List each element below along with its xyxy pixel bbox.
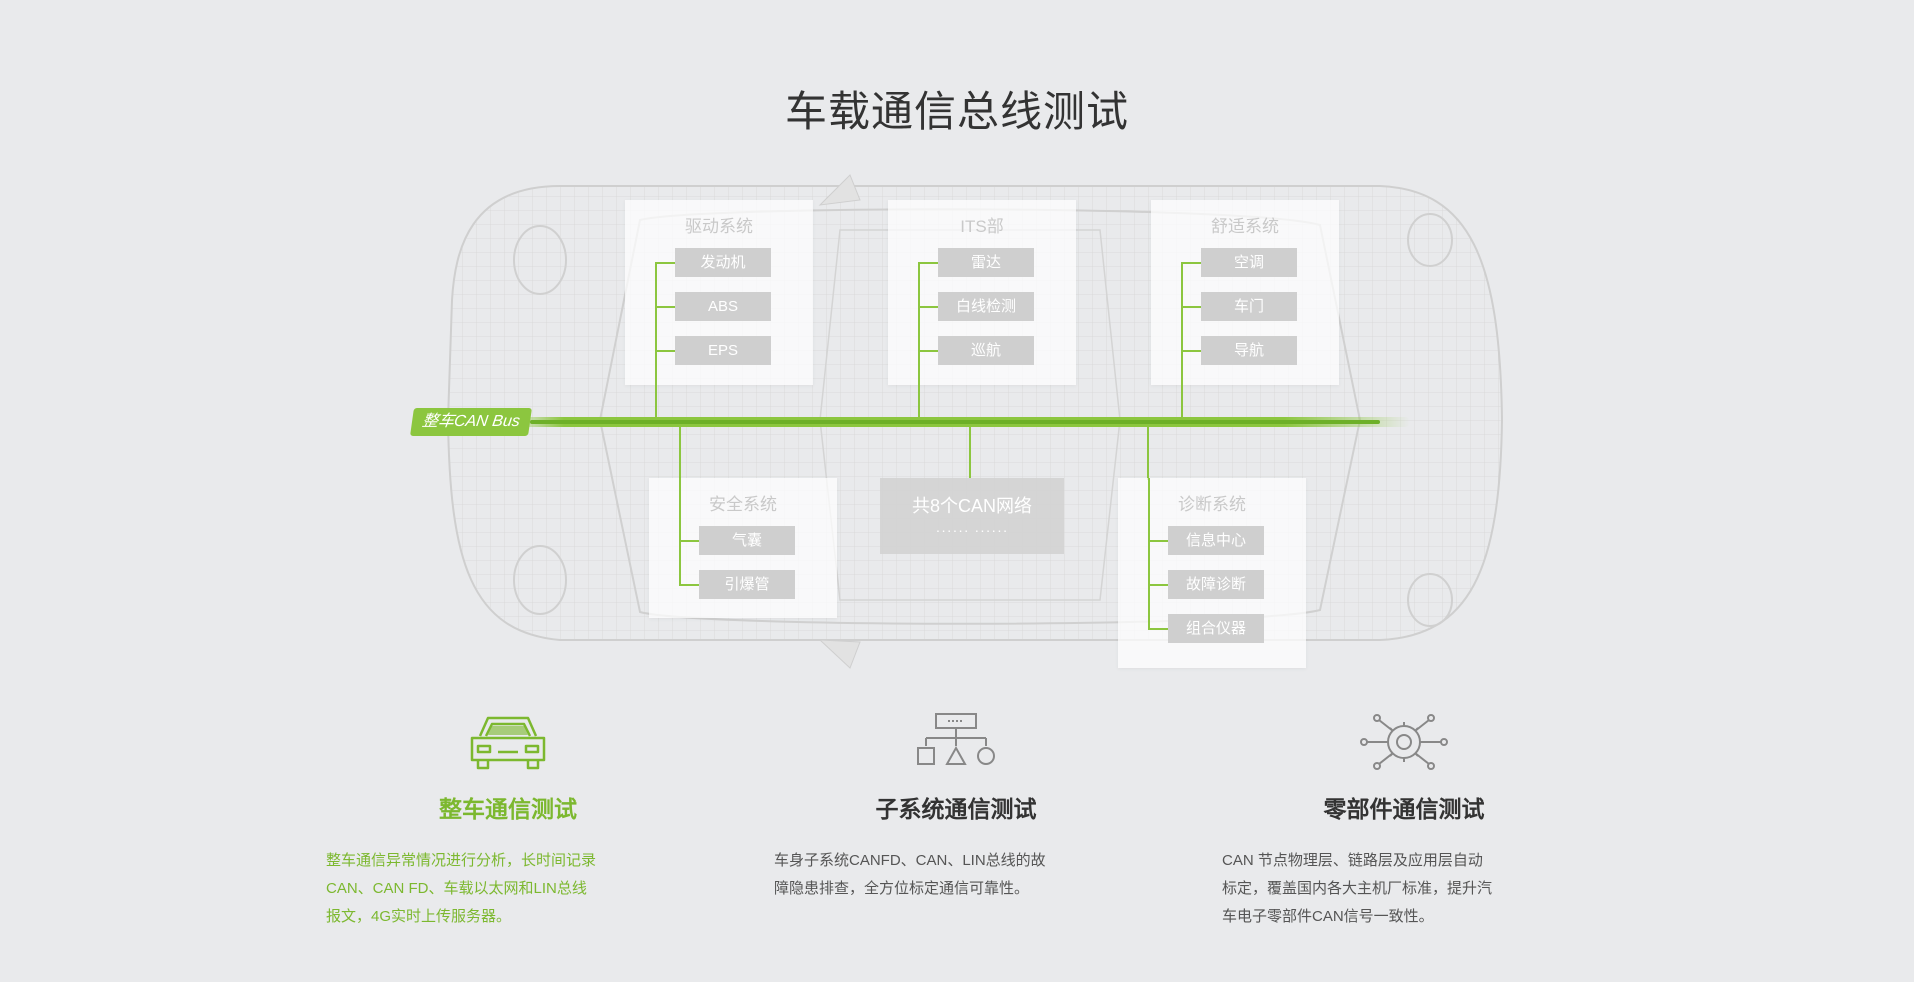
item-fault-diagnosis: 故障诊断	[1168, 570, 1264, 599]
item-cruise: 巡航	[938, 336, 1034, 365]
group-title: 驱动系统	[685, 217, 753, 236]
ellipsis: ······ ······	[935, 522, 1009, 538]
item-detonator: 引爆管	[699, 570, 795, 599]
item-lane-detection: 白线检测	[938, 292, 1034, 321]
item-info-center: 信息中心	[1168, 526, 1264, 555]
item-navigation: 导航	[1201, 336, 1297, 365]
group-title: 安全系统	[709, 495, 777, 514]
page-title: 车载通信总线测试	[784, 88, 1129, 135]
feature-vehicle-communication-test[interactable]: 整车通信测试 整车通信异常情况进行分析，长时间记录 CAN、CAN FD、车载以…	[326, 712, 668, 925]
feature-title: 零部件通信测试	[1323, 796, 1485, 822]
item-radar: 雷达	[938, 248, 1034, 277]
item-instrument-cluster: 组合仪器	[1168, 614, 1264, 643]
item-air-conditioning: 空调	[1201, 248, 1297, 277]
feature-title: 整车通信测试	[439, 796, 577, 822]
group-diagnostic-system: 诊断系统 信息中心 故障诊断 组合仪器	[1118, 478, 1306, 668]
can-network-count: 共8个CAN网络	[911, 496, 1032, 516]
feature-description: CAN 节点物理层、链路层及应用层自动 标定，覆盖国内各大主机厂标准，提升汽 车…	[1222, 852, 1493, 925]
group-comfort-system: 舒适系统 空调 车门 导航	[1151, 200, 1339, 385]
connector-line	[679, 424, 681, 480]
gear-network-icon	[1360, 714, 1448, 770]
group-its: ITS部 雷达 白线检测 巡航	[888, 200, 1076, 385]
can-bus-label: 整车CAN Bus	[410, 408, 532, 436]
can-network-summary: 共8个CAN网络 ······ ······	[880, 478, 1064, 554]
feature-component-communication-test[interactable]: 零部件通信测试 CAN 节点物理层、链路层及应用层自动 标定，覆盖国内各大主机厂…	[1222, 712, 1564, 925]
car-icon	[470, 716, 546, 770]
can-bus-diagram: 驱动系统 发动机 ABS EPS ITS部 雷达 白线检测 巡航 舒适系统 空调…	[410, 174, 1504, 669]
item-airbag: 气囊	[699, 526, 795, 555]
group-safety-system: 安全系统 气囊 引爆管	[649, 478, 837, 618]
connector-line	[1147, 424, 1149, 480]
group-title: 舒适系统	[1211, 217, 1279, 236]
connector-line	[969, 424, 971, 478]
connector-line	[655, 385, 657, 418]
group-drive-system: 驱动系统 发动机 ABS EPS	[625, 200, 813, 385]
item-engine: 发动机	[675, 248, 771, 277]
feature-title: 子系统通信测试	[875, 796, 1037, 822]
item-door: 车门	[1201, 292, 1297, 321]
feature-description: 车身子系统CANFD、CAN、LIN总线的故 障隐患排查，全方位标定通信可靠性。	[774, 852, 1046, 897]
feature-description: 整车通信异常情况进行分析，长时间记录 CAN、CAN FD、车载以太网和LIN总…	[326, 852, 597, 925]
group-title: 诊断系统	[1178, 495, 1246, 514]
feature-subsystem-communication-test[interactable]: 子系统通信测试 车身子系统CANFD、CAN、LIN总线的故 障隐患排查，全方位…	[774, 712, 1116, 897]
group-title: ITS部	[960, 217, 1004, 236]
connector-line	[1181, 385, 1183, 418]
connector-line	[918, 385, 920, 418]
item-eps: EPS	[675, 336, 771, 365]
item-abs: ABS	[675, 292, 771, 321]
can-bus-line-core	[530, 420, 1380, 424]
subsystem-tree-icon	[917, 713, 995, 765]
